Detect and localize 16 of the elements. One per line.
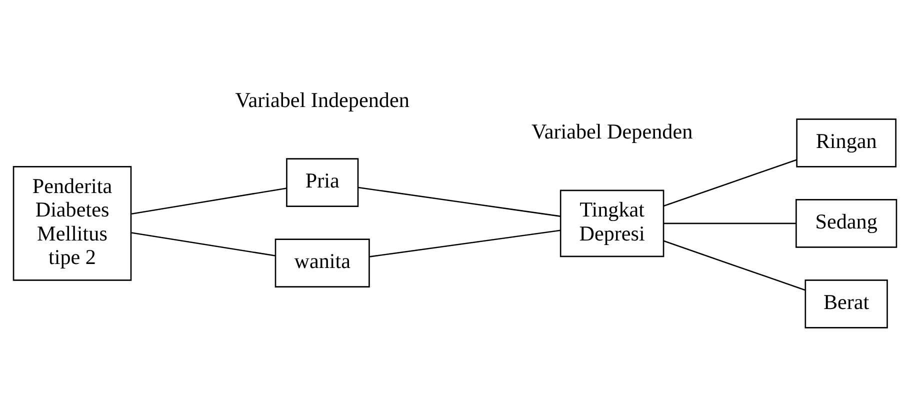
label: Variabel Dependen bbox=[531, 119, 693, 144]
connector bbox=[358, 186, 561, 216]
connector bbox=[663, 158, 798, 206]
connector bbox=[664, 222, 796, 224]
label: Variabel Independen bbox=[235, 88, 410, 112]
node-box: Tingkat Depresi bbox=[560, 189, 664, 257]
connector bbox=[663, 240, 806, 290]
connector bbox=[132, 232, 276, 256]
node-box: Penderita Diabetes Mellitus tipe 2 bbox=[12, 166, 132, 280]
node-box: wanita bbox=[274, 238, 370, 287]
connector bbox=[370, 229, 560, 257]
node-box: Ringan bbox=[796, 118, 896, 167]
node-box: Pria bbox=[286, 158, 359, 206]
node-box: Berat bbox=[804, 279, 888, 328]
node-box: Sedang bbox=[796, 198, 898, 248]
connector bbox=[131, 187, 287, 214]
